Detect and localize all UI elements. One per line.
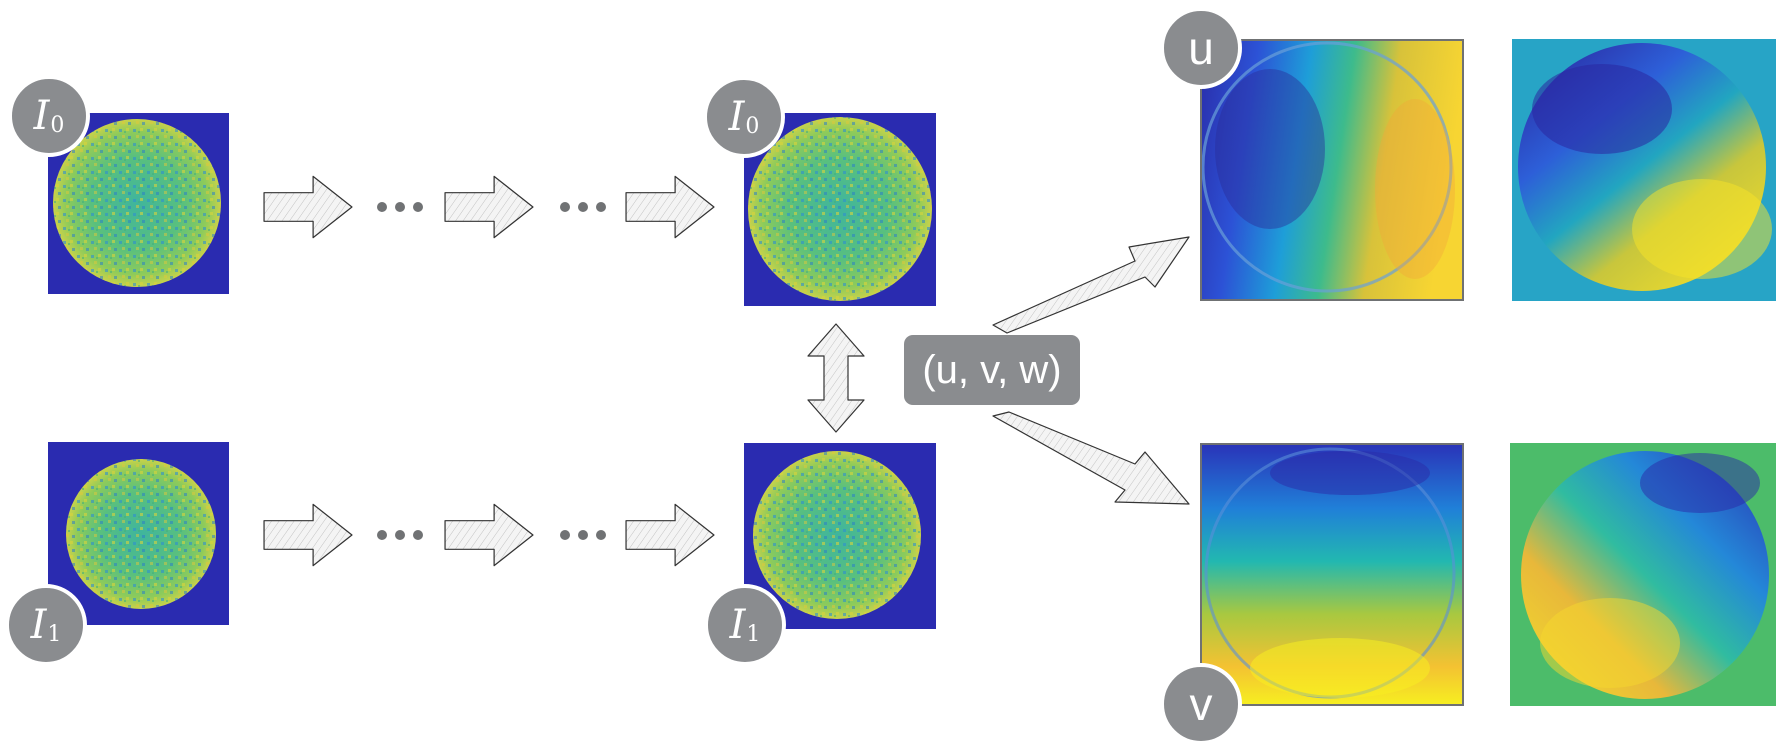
u-displacement-map-estimated: [1200, 39, 1464, 301]
i0-letter: I: [728, 94, 745, 140]
i1-letter: I: [30, 602, 47, 648]
hatched-arrow-right-icon: [443, 174, 535, 240]
double-arrow-vertical-icon: [807, 323, 865, 433]
hatched-arrow-right-icon: [443, 502, 535, 568]
ellipsis-dots-icon: [377, 202, 423, 212]
v-map-frame: [1200, 443, 1464, 706]
ellipsis-dots-icon: [560, 530, 606, 540]
i0-letter: I: [33, 93, 50, 139]
i0-subscript: 0: [50, 112, 65, 138]
v-displacement-map-reference: [1510, 443, 1776, 706]
v-badge: v: [1160, 663, 1242, 745]
u-badge: u: [1160, 7, 1242, 89]
i1-letter: I: [729, 602, 746, 648]
hatched-arrow-right-icon: [262, 174, 354, 240]
image-i1-initial: [48, 442, 229, 625]
v-displacement-map-estimated: [1200, 443, 1464, 706]
i0-subscript: 0: [745, 113, 760, 139]
image-i1-final: [744, 443, 936, 629]
hatched-arrow-up-right-icon: [992, 236, 1190, 334]
ellipsis-dots-icon: [560, 202, 606, 212]
ellipsis-dots-icon: [377, 530, 423, 540]
hatched-arrow-down-right-icon: [992, 411, 1190, 505]
i1-subscript: 1: [47, 621, 62, 647]
hatched-arrow-right-icon: [262, 502, 354, 568]
i1-subscript: 1: [746, 621, 761, 647]
u-map-frame: [1200, 39, 1464, 301]
image-i0-final: [744, 113, 936, 306]
displacement-label: (u, v, w): [904, 335, 1080, 405]
hatched-arrow-right-icon: [624, 502, 716, 568]
u-displacement-map-reference: [1512, 39, 1776, 301]
hatched-arrow-right-icon: [624, 174, 716, 240]
image-i0-initial: [48, 113, 229, 294]
